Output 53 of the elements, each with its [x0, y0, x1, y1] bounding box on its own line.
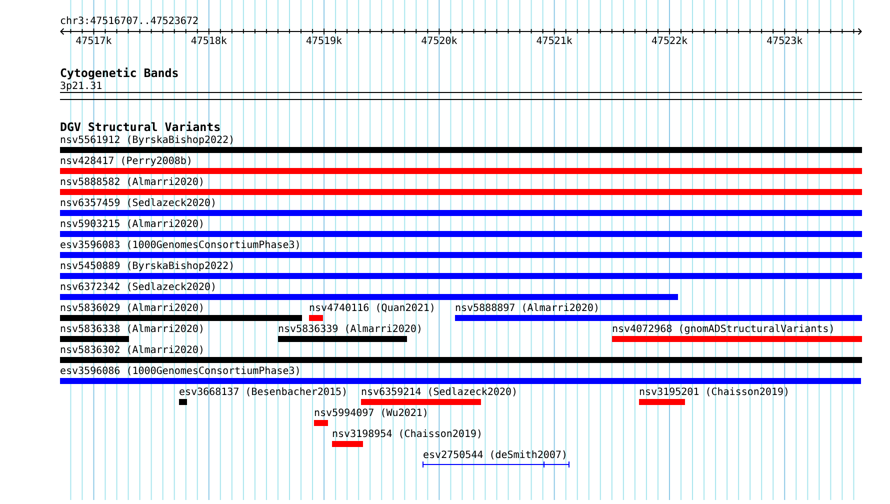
node-label: nsv5994097 (Wu2021) — [314, 408, 426, 418]
feature-bar: nsv5888582 (Almarri2020) — [60, 177, 862, 195]
node-label: nsv3198954 (Chaisson2019) — [332, 429, 480, 438]
node-label: nsv6372342 (Sedlazeck2020) — [60, 282, 214, 292]
node-label: nsv5836339 (Almarri2020) — [278, 324, 420, 334]
node-label: nsv6359214 (Sedlazeck2020) — [362, 387, 516, 396]
feature-bar: nsv5450889 (ByrskaBishop2022) — [60, 261, 862, 279]
feature-bar: nsv428417 (Perry2008b) — [60, 156, 862, 174]
node-label: nsv4072968 (gnomADStructuralVariants) — [612, 324, 833, 334]
feature-bar: nsv5836338 (Almarri2020) — [60, 324, 202, 342]
node-label: nsv5836302 (Almarri2020) — [60, 345, 202, 354]
tick-label: 47518k — [191, 36, 227, 44]
tick-label: 47522k — [652, 36, 688, 44]
node-label: nsv5561912 (ByrskaBishop2022) — [60, 135, 232, 146]
feature-bar: nsv3195201 (Chaisson2019) — [639, 387, 788, 405]
node-label: nsv5903215 (Almarri2020) — [60, 219, 202, 228]
feature-bar: nsv3198954 (Chaisson2019) — [332, 429, 480, 447]
tick-label: 47523k — [767, 36, 803, 44]
band-outline: 3p21.31 — [60, 82, 862, 100]
feature-line: esv2750544 (deSmith2007) — [422, 450, 570, 468]
feature-bar: nsv5836302 (Almarri2020) — [60, 345, 862, 363]
node-label: esv3596083 (1000GenomesConsortiumPhase3) — [60, 240, 299, 250]
node-label: esv3596086 (1000GenomesConsortiumPhase3) — [60, 366, 299, 376]
tick-label: 47520k — [422, 36, 458, 44]
feature-bar: esv3596086 (1000GenomesConsortiumPhase3) — [60, 366, 861, 384]
feature-bar: nsv5561912 (ByrskaBishop2022) — [60, 135, 862, 153]
coordinate-label: chr3:47516707..47523672 — [60, 16, 198, 24]
tick-label: 47517k — [76, 36, 112, 44]
feature-bar: nsv5888897 (Almarri2020) — [455, 303, 862, 321]
node-label: nsv428417 (Perry2008b) — [60, 156, 190, 166]
node-label: nsv5836338 (Almarri2020) — [60, 324, 202, 334]
feature-bar: nsv5994097 (Wu2021) — [314, 408, 426, 426]
node-label: nsv5888897 (Almarri2020) — [456, 303, 598, 312]
node-label: nsv6357459 (Sedlazeck2020) — [60, 198, 214, 208]
node-label: nsv5450889 (ByrskaBishop2022) — [60, 261, 232, 272]
feature-bar: nsv5903215 (Almarri2020) — [60, 219, 862, 237]
tick-label: 47521k — [536, 36, 572, 44]
track-title: DGV Structural Variants — [60, 122, 220, 132]
node-label: nsv5836029 (Almarri2020) — [60, 303, 202, 312]
feature-bar: esv3596083 (1000GenomesConsortiumPhase3) — [60, 240, 862, 258]
node-label: nsv3195201 (Chaisson2019) — [640, 387, 788, 396]
feature-bar: nsv5836339 (Almarri2020) — [278, 324, 420, 342]
node-label: esv3668137 (Besenbacher2015) — [180, 387, 346, 396]
node-label: nsv5888582 (Almarri2020) — [60, 177, 202, 186]
feature-bar: nsv5836029 (Almarri2020) — [60, 303, 302, 321]
feature-bar: esv3668137 (Besenbacher2015) — [179, 387, 346, 405]
feature-bar: nsv4072968 (gnomADStructuralVariants) — [612, 324, 862, 342]
feature-bar: nsv6357459 (Sedlazeck2020) — [60, 198, 862, 216]
feature-bar: nsv4740116 (Quan2021) — [309, 303, 434, 321]
node-label: nsv4740116 (Quan2021) — [310, 303, 434, 312]
tick-label: 47519k — [306, 36, 342, 44]
feature-bar: nsv6372342 (Sedlazeck2020) — [60, 282, 678, 300]
feature-bar: nsv6359214 (Sedlazeck2020) — [361, 387, 516, 405]
